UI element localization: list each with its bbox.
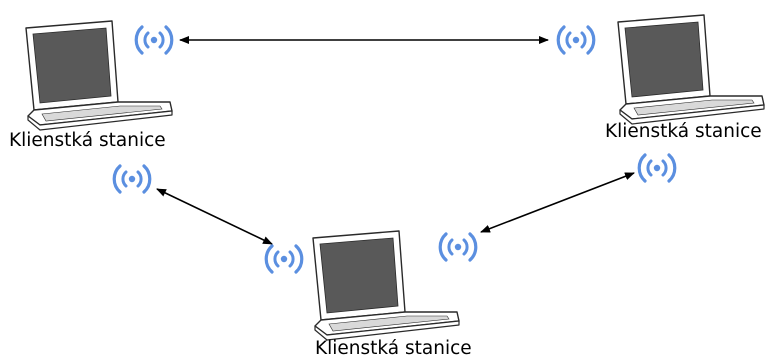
wifi-antenna-icon <box>637 153 677 183</box>
laptop-icon <box>617 14 765 125</box>
laptop-layer <box>25 14 765 341</box>
wifi-antenna-icon <box>556 25 596 55</box>
wifi-antenna-icon <box>438 232 478 262</box>
links-layer <box>156 36 635 245</box>
laptop-icon <box>312 230 460 341</box>
wifi-antenna-icon <box>134 25 174 55</box>
wifi-layer <box>112 25 677 274</box>
link-arrow-station3-station2 <box>480 172 635 233</box>
station-label-3: Klienstká stanice <box>315 338 472 359</box>
station-label-2: Klienstká stanice <box>605 121 762 142</box>
station-label-1: Klienstká stanice <box>9 130 166 151</box>
link-arrow-station1-station3 <box>156 188 273 245</box>
wifi-antenna-icon <box>264 244 304 274</box>
wifi-antenna-icon <box>112 164 152 194</box>
laptop-icon <box>25 20 173 131</box>
